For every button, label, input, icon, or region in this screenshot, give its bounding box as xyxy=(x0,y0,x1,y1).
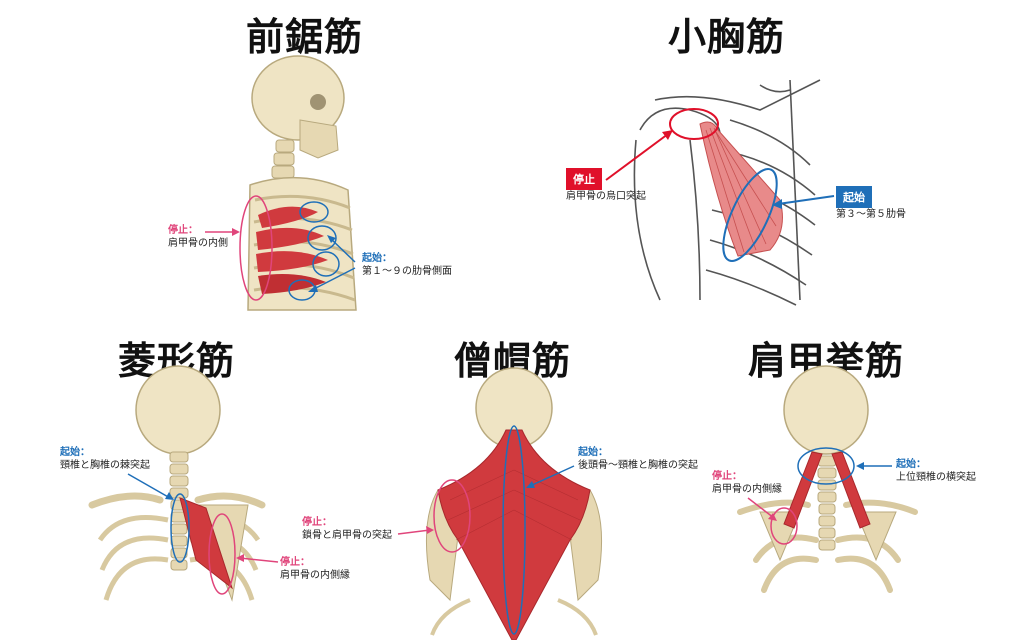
levator-insertion-title: 停止： xyxy=(712,471,742,482)
skull-lateral-icon xyxy=(251,55,345,159)
rhomboid-origin-title: 起始： xyxy=(60,447,90,458)
origin-marker-ellipse xyxy=(722,168,778,262)
title-serratus-anterior: 前鋸筋 xyxy=(246,15,364,59)
levator-insertion-text: 肩甲骨の内側縁 xyxy=(712,484,782,495)
trapezius-origin-label: 起始： 後頭骨〜頸椎と胸椎の突起 xyxy=(578,446,698,472)
serratus-insertion-text: 肩甲骨の内側 xyxy=(168,238,228,249)
insertion-marker-ellipse xyxy=(239,195,273,301)
pec-minor-pointer-arrows xyxy=(605,130,835,209)
insertion-marker-ellipse xyxy=(208,513,236,595)
serratus-origin-label: 起始： 第１〜９の肋骨側面 xyxy=(362,252,452,278)
rhomboid-insertion-text: 肩甲骨の内側縁 xyxy=(280,570,350,581)
levator-origin-label: 起始： 上位頸椎の横突起 xyxy=(896,458,976,484)
levator-origin-title: 起始： xyxy=(896,459,926,470)
rhomboid-muscle xyxy=(179,497,233,590)
origin-marker-ellipse xyxy=(797,447,855,485)
origin-marker-ellipse xyxy=(170,493,190,563)
trapezius-pointer-arrows xyxy=(397,465,575,535)
trapezius-insertion-label: 停止： 鎖骨と肩甲骨の突起 xyxy=(302,516,392,542)
levator-scapulae-muscle-left xyxy=(783,451,823,529)
clavicle-left xyxy=(88,492,164,509)
insertion-marker-ellipse xyxy=(770,507,798,545)
trapezius-insertion-title: 停止： xyxy=(302,517,332,528)
trapezius-insertion-text: 鎖骨と肩甲骨の突起 xyxy=(302,530,392,541)
clavicle-right xyxy=(194,492,266,509)
rhomboid-insertion-label: 停止： 肩甲骨の内側縁 xyxy=(280,556,350,582)
serratus-insertion-title: 停止： xyxy=(168,225,198,236)
rhomboid-pointer-arrows xyxy=(127,473,279,563)
pec-minor-fibers xyxy=(705,127,777,253)
serratus-pointer-arrows xyxy=(205,228,356,292)
spine-posterior-icon xyxy=(817,455,837,551)
rhomboid-insertion-title: 停止： xyxy=(280,557,310,568)
trapezius-muscle xyxy=(437,429,591,640)
pec-minor-insertion-text: 肩甲骨の烏口突起 xyxy=(566,191,646,202)
serratus-origin-title: 起始： xyxy=(362,253,392,264)
pec-minor-insertion-tag: 停止 xyxy=(566,168,602,190)
spine-posterior-icon xyxy=(169,451,189,571)
origin-marker-ellipse xyxy=(502,425,526,635)
pec-minor-origin-tag: 起始 xyxy=(836,186,872,208)
insertion-marker-ellipse xyxy=(669,108,719,140)
trapezius-origin-title: 起始： xyxy=(578,447,608,458)
levator-insertion-label: 停止： 肩甲骨の内側縁 xyxy=(712,470,782,496)
serratus-anterior-muscle xyxy=(256,206,328,294)
skull-posterior-icon xyxy=(783,365,869,455)
insertion-marker-ellipse xyxy=(433,479,471,553)
pec-minor-origin-text: 第３〜第５肋骨 xyxy=(836,209,906,220)
levator-origin-text: 上位頸椎の横突起 xyxy=(896,472,976,483)
ribs-behind-trapezius xyxy=(430,598,598,636)
title-pectoralis-minor: 小胸筋 xyxy=(668,15,786,59)
levator-pointer-arrows xyxy=(747,462,892,521)
levator-scapulae-muscle-right xyxy=(831,451,871,529)
trapezius-origin-text: 後頭骨〜頸椎と胸椎の突起 xyxy=(578,460,698,471)
serratus-insertion-label: 停止： 肩甲骨の内側 xyxy=(168,224,228,250)
serratus-origin-text: 第１〜９の肋骨側面 xyxy=(362,266,452,277)
cervical-spine-icon xyxy=(271,139,295,179)
rhomboid-origin-label: 起始： 頸椎と胸椎の棘突起 xyxy=(60,446,150,472)
rhomboid-origin-text: 頸椎と胸椎の棘突起 xyxy=(60,460,150,471)
